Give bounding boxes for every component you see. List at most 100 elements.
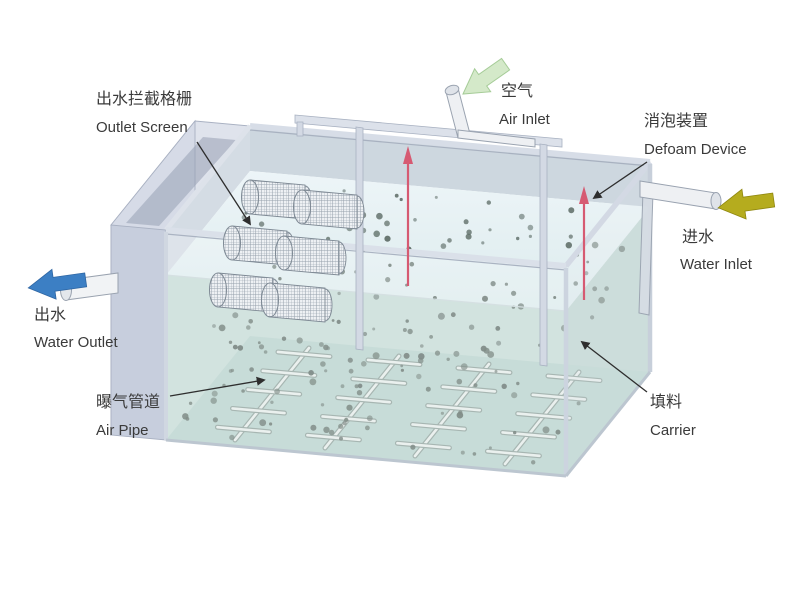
air-pipe-leader: [169, 376, 266, 397]
air-pipe-label-en: Air Pipe: [96, 422, 149, 439]
carrier-dot: [618, 245, 626, 253]
carrier-dot: [528, 234, 533, 238]
carrier-dot: [320, 361, 326, 367]
carrier-dot: [272, 264, 277, 269]
carrier-dot: [269, 422, 273, 426]
carrier-dot: [258, 344, 265, 350]
carrier-dot: [573, 281, 578, 286]
carrier-label-en: Carrier: [650, 422, 696, 439]
carrier-dot: [482, 295, 488, 302]
outlet-screen-label-zh: 出水拦截格栅: [96, 90, 192, 108]
screen-face: [275, 235, 293, 271]
screen-face: [241, 179, 259, 215]
screen-face: [293, 189, 311, 225]
outlet-screen-leader: [196, 141, 251, 226]
carrier-dot: [339, 436, 343, 441]
carrier-dot: [229, 434, 235, 441]
carrier-dot: [429, 335, 433, 339]
carrier-dot: [218, 324, 226, 332]
carrier-dot: [281, 336, 287, 341]
air-pipe-lateral: [441, 385, 497, 393]
carrier-dot: [400, 368, 404, 372]
carrier-dot: [542, 426, 550, 434]
carrier-dot: [420, 344, 424, 348]
pipes: [444, 84, 722, 316]
air-inlet-pipe-cap: [444, 84, 460, 96]
air-pipe-grid: [214, 345, 603, 467]
outlet-screen-cylinder: [275, 235, 347, 276]
water-inlet-pipe-cap: [710, 192, 722, 210]
water-outlet-arrow: [27, 268, 88, 300]
carrier-dot: [309, 378, 317, 386]
carrier-dot: [385, 277, 391, 283]
frame-stub: [296, 121, 304, 137]
carrier-dot: [488, 228, 492, 232]
carrier-dot: [480, 345, 487, 352]
carrier-dot: [338, 423, 344, 429]
carrier-dot: [504, 282, 508, 286]
carrier-dot: [568, 234, 573, 239]
carrier-dot: [527, 224, 534, 231]
air-pipe-lateral: [531, 393, 587, 401]
air-pipe-lateral: [546, 374, 602, 382]
air-pipe-lateral: [336, 396, 392, 404]
carrier-dot: [373, 230, 381, 238]
carrier-dot: [460, 363, 468, 371]
carrier-dot: [416, 373, 422, 380]
carrier-dot: [263, 350, 268, 354]
outlet-screen-cylinder: [261, 282, 333, 323]
carrier-dot: [331, 319, 335, 322]
carrier-dot: [425, 386, 431, 392]
carrier-dot: [248, 319, 253, 324]
carrier-leader: [580, 340, 648, 393]
air-pipe-lateral: [351, 377, 407, 385]
carrier-dot: [434, 350, 441, 356]
carrier-dot: [407, 328, 413, 335]
carrier-dot: [342, 421, 347, 426]
carrier-dot: [337, 291, 341, 296]
tank-back-wall: [250, 126, 650, 207]
carrier-dot: [576, 401, 581, 406]
water-outlet-label-en: Water Outlet: [34, 334, 118, 351]
carrier-dot: [466, 229, 472, 235]
carrier-dot: [591, 241, 599, 249]
carrier-dot: [346, 404, 353, 411]
carrier-dot: [409, 261, 415, 267]
carrier-dot: [463, 219, 469, 225]
carrier-dot: [211, 390, 218, 397]
carrier-dot: [488, 446, 492, 450]
carrier-dot: [496, 340, 502, 346]
carrier-dot: [354, 384, 359, 389]
air-pipe-lateral: [411, 423, 466, 431]
carrier-dot: [258, 221, 265, 227]
carrier-dot: [188, 401, 193, 405]
carrier-dot: [410, 444, 416, 450]
air-pipe-lateral: [426, 404, 482, 412]
carrier-dot: [586, 260, 590, 264]
carrier-dot: [320, 403, 325, 407]
air-inlet-label-zh: 空气: [501, 82, 533, 100]
carrier-dot: [323, 344, 329, 351]
carrier-dot: [365, 425, 370, 431]
carrier-dot: [417, 357, 424, 364]
tank-left-wall: [166, 126, 250, 275]
flow-arrows: [27, 57, 776, 300]
carrier-dot: [440, 411, 444, 415]
carrier-dot: [210, 397, 217, 404]
air-pipe-lateral: [321, 415, 376, 423]
carrier-dot: [473, 383, 478, 388]
defoam-label-zh: 消泡装置: [644, 112, 708, 130]
carrier-dot: [384, 235, 391, 242]
outlet-screens: [209, 179, 365, 323]
carrier-dot: [259, 419, 267, 427]
water-inlet-label-zh: 进水: [682, 228, 714, 246]
carrier-dot: [232, 312, 239, 319]
carrier-dot: [237, 345, 244, 351]
carrier-dot: [413, 218, 417, 222]
carrier-dot: [296, 337, 303, 344]
carrier-dot: [348, 368, 354, 374]
carrier-dot: [347, 357, 353, 363]
carrier-dot: [336, 319, 341, 324]
carrier-dot: [324, 369, 328, 373]
